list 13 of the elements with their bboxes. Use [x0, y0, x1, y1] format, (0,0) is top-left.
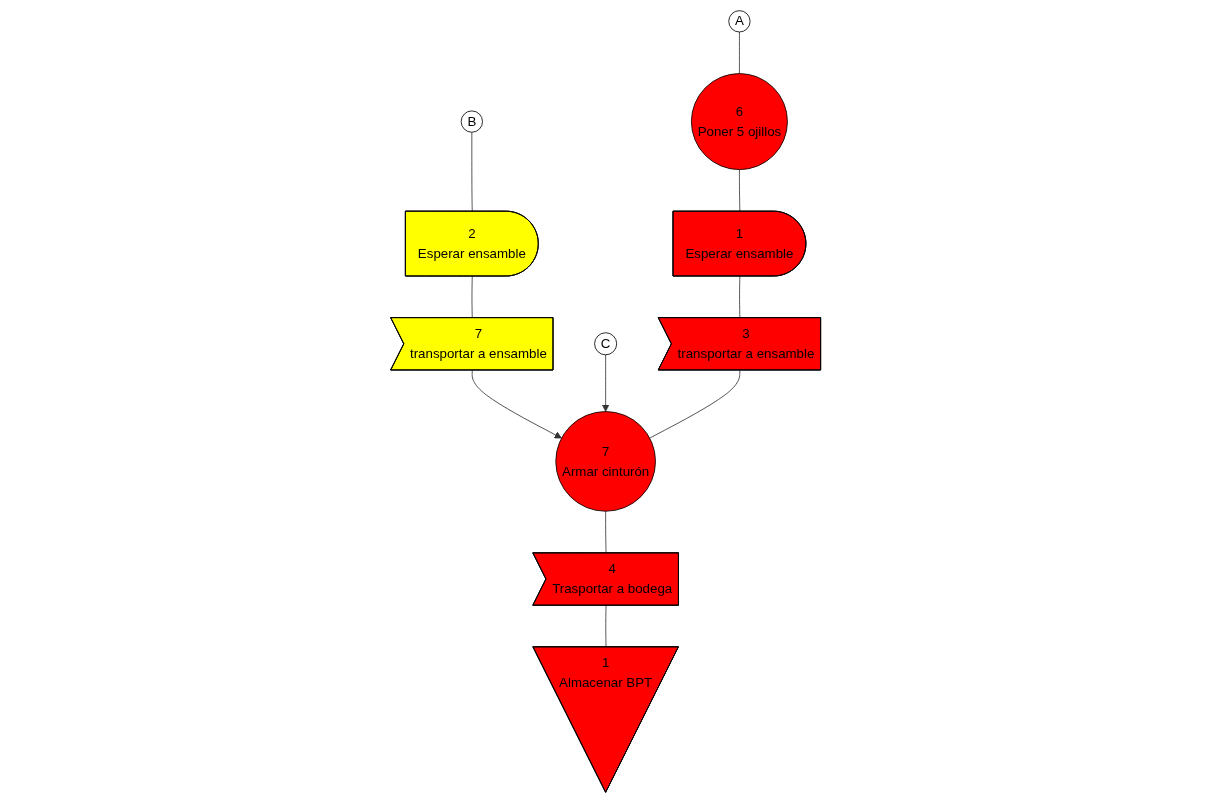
connector — [739, 31, 741, 74]
node-circle: 6 Poner 5 ojillos — [691, 73, 789, 171]
connector — [471, 131, 474, 212]
connector — [605, 510, 607, 554]
node-circle: A — [728, 10, 751, 33]
connector — [649, 370, 741, 439]
connector — [471, 276, 474, 319]
node-circle: C — [594, 332, 618, 356]
connector — [605, 605, 607, 648]
connector — [739, 276, 741, 319]
connector — [739, 169, 741, 212]
node-circle: 7 Armar cinturón — [555, 411, 657, 512]
node-circle: B — [461, 110, 484, 133]
